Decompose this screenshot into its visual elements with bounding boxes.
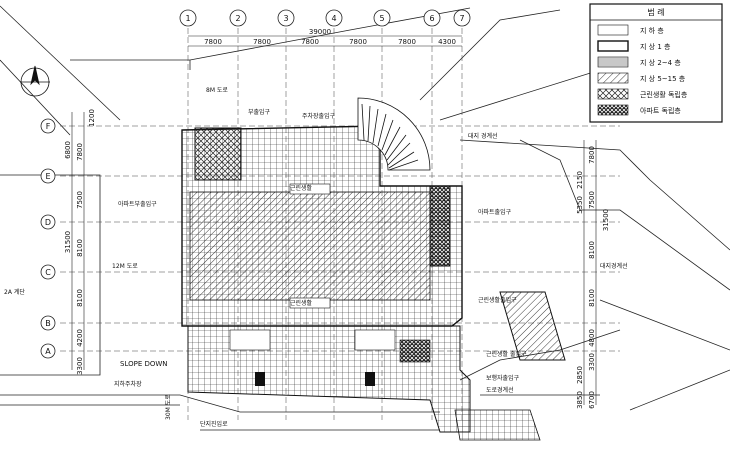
- grid-row-bubbles: [40, 118, 56, 359]
- left-dimension-lines: [71, 112, 85, 370]
- top-dimension-lines: [188, 35, 462, 47]
- shop-crosshatch-zone: [194, 127, 242, 181]
- dim-left-span-6: 3300: [76, 357, 84, 375]
- north-arrow-icon: [20, 65, 50, 97]
- legend: 범 례 지 하 층 지 상 1 층 지 상 2~4 층 지 상 5~15 층 근…: [589, 3, 723, 123]
- legend-label-2: 지 상 2~4 층: [640, 58, 681, 67]
- label-apt-entrance-right: 아파트출입구: [478, 208, 512, 216]
- label-shop-entrance: 근린생활출입구: [478, 296, 517, 304]
- dim-left-span-4: 8100: [76, 289, 84, 307]
- legend-swatch-1: [597, 40, 629, 52]
- legend-label-0: 지 하 층: [640, 26, 664, 35]
- grid-column-bubbles: [179, 9, 471, 27]
- label-apt-entrance-left: 아파트부출입구: [118, 200, 157, 208]
- grid-col-6: 6: [429, 14, 434, 23]
- label-boundary: 대지 경계선: [468, 132, 498, 140]
- dim-left-span-3: 8100: [76, 239, 84, 257]
- dim-top-total: 39000: [309, 28, 331, 36]
- legend-label-4: 근린생활 독립층: [640, 90, 688, 99]
- label-road-edge: 도로경계선: [486, 386, 514, 394]
- building-footprint: [181, 125, 463, 327]
- grid-row-A: A: [45, 347, 51, 356]
- legend-swatch-4: [597, 88, 629, 100]
- label-lower: 지하주차장: [114, 380, 142, 388]
- right-dimension-lines: [583, 140, 597, 405]
- podium-strip: [187, 325, 471, 433]
- dim-left-span-2: 7500: [76, 191, 84, 209]
- dim-right-extra-5: 2850: [576, 366, 584, 384]
- dim-left-extra-1: 6800: [64, 141, 72, 159]
- dim-top-span-6: 4300: [438, 38, 456, 46]
- label-road-30m: 30M 도로: [165, 394, 172, 420]
- label-side-note: 근린생활 출입구: [486, 350, 527, 358]
- dim-top-span-5: 7800: [398, 38, 416, 46]
- legend-label-3: 지 상 5~15 층: [640, 74, 686, 83]
- dim-right-extra-2: 2150: [576, 171, 584, 189]
- label-slope-down: SLOPE DOWN: [120, 360, 168, 368]
- dim-left-span-5: 4200: [76, 329, 84, 347]
- dim-top-span-3: 7800: [301, 38, 319, 46]
- grid-row-D: D: [45, 218, 51, 227]
- grid-col-3: 3: [283, 14, 288, 23]
- dim-left-span-1: 7800: [76, 143, 84, 161]
- legend-title: 범 례: [647, 7, 664, 17]
- dim-top-span-2: 7800: [253, 38, 271, 46]
- dim-right-span-5: 4800: [588, 329, 596, 347]
- legend-swatch-0: [597, 24, 629, 36]
- separate-block: [499, 291, 566, 361]
- dim-top-span-4: 7800: [349, 38, 367, 46]
- label-road-8m: 8M 도로: [206, 87, 228, 94]
- legend-swatch-5: [597, 104, 629, 116]
- grid-col-7: 7: [459, 14, 464, 23]
- label-road-12m: 12M 도로: [112, 263, 138, 270]
- label-bottom: 단지진입로: [200, 420, 228, 428]
- label-top-center-small: 근린생활: [290, 184, 313, 192]
- legend-swatch-3: [597, 72, 629, 84]
- dim-right-extra-3: 3850: [576, 391, 584, 409]
- grid-row-B: B: [45, 319, 51, 328]
- grid-col-4: 4: [331, 14, 336, 23]
- dim-right-span-2: 7500: [588, 191, 596, 209]
- legend-label-1: 지 상 1 층: [640, 42, 671, 51]
- entry-plaza: [454, 409, 541, 441]
- legend-label-5: 아파트 독립층: [640, 106, 681, 115]
- label-left-small: 2A 계단: [4, 288, 25, 296]
- apartment-dense-zone: [429, 185, 451, 267]
- dim-right-span-1: 7800: [588, 146, 596, 164]
- legend-swatch-2: [597, 56, 629, 68]
- label-far-right: 대지경계선: [600, 262, 628, 270]
- dim-left-extra-2: 1200: [88, 109, 96, 127]
- dim-right-extra-4: 6700: [588, 391, 596, 409]
- grid-col-5: 5: [379, 14, 384, 23]
- label-entrance-top-center: 주차장출입구: [302, 112, 336, 120]
- label-entrance-top-left: 부출입구: [248, 108, 271, 116]
- grid-row-F: F: [46, 122, 51, 131]
- label-bottom-center-small: 근린생활: [290, 299, 313, 307]
- tower-diagonal-zone: [189, 191, 431, 301]
- grid-col-1: 1: [185, 14, 190, 23]
- dim-right-extra-1: 5350: [576, 196, 584, 214]
- label-bottom-note: 보행자출입구: [486, 374, 520, 382]
- grid-col-2: 2: [235, 14, 240, 23]
- dim-right-span-6: 3300: [588, 353, 596, 371]
- dim-top-span-1: 7800: [204, 38, 222, 46]
- dim-right-total: 31500: [602, 209, 610, 231]
- dim-right-span-3: 8100: [588, 241, 596, 259]
- dim-left-total: 31500: [64, 231, 72, 253]
- grid-row-C: C: [45, 268, 51, 277]
- curved-stair: [357, 97, 431, 171]
- grid-row-E: E: [45, 172, 50, 181]
- dim-right-span-4: 8100: [588, 289, 596, 307]
